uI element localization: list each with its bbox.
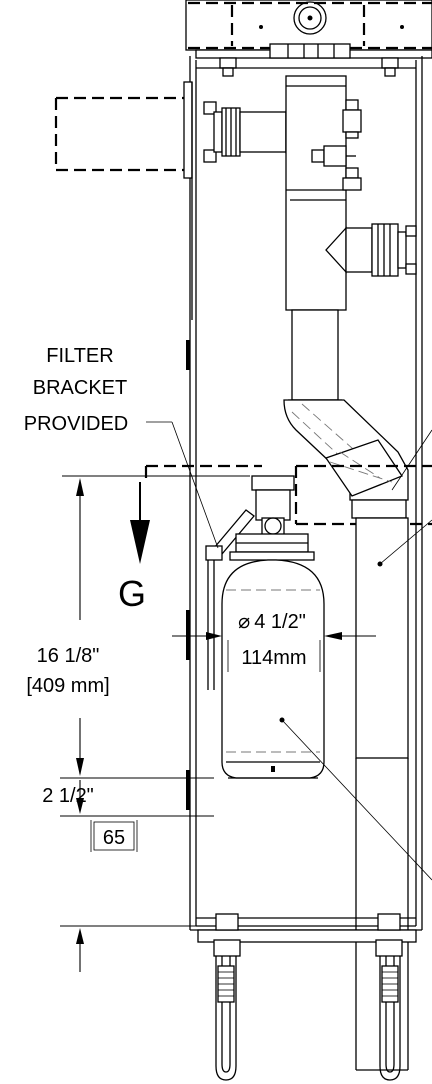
leader-lines	[146, 421, 432, 567]
view-letter: G	[118, 573, 146, 614]
filter-bracket-line-2: BRACKET	[33, 377, 127, 399]
clearance-imperial: 2 1/2"	[42, 785, 94, 807]
filter-bracket-line-1: FILTER	[46, 345, 113, 367]
filter-cartridge	[221, 517, 432, 881]
height-dimension: 16 1/8" [409 mm]	[26, 475, 250, 779]
vertical-pipe	[283, 75, 409, 1071]
top-housing	[185, 0, 432, 77]
height-imperial: 16 1/8"	[37, 645, 100, 667]
height-metric: [409 mm]	[26, 675, 109, 697]
clearance-dimension: 2 1/2" 65	[42, 780, 214, 972]
cabinet-frame	[186, 56, 423, 931]
small-valves	[311, 99, 362, 191]
filter-bracket-label: FILTER BRACKET PROVIDED	[24, 345, 128, 435]
diameter-imperial-value: 4 1/2"	[254, 611, 306, 633]
base-legs	[197, 913, 417, 1081]
diameter-dimension: ⌀4 1/2" 114mm	[172, 611, 376, 672]
clearance-metric: 65	[103, 827, 125, 849]
diameter-metric: 114mm	[241, 647, 306, 669]
view-arrow-g: G	[118, 482, 150, 614]
diameter-imperial: ⌀4 1/2"	[238, 611, 306, 633]
section-outline	[144, 464, 432, 526]
inlet-pipe	[54, 81, 307, 320]
filter-bracket-line-3: PROVIDED	[24, 413, 128, 435]
diameter-symbol: ⌀	[238, 611, 250, 633]
filter-bracket	[205, 475, 295, 690]
outlet-tee	[325, 223, 417, 277]
